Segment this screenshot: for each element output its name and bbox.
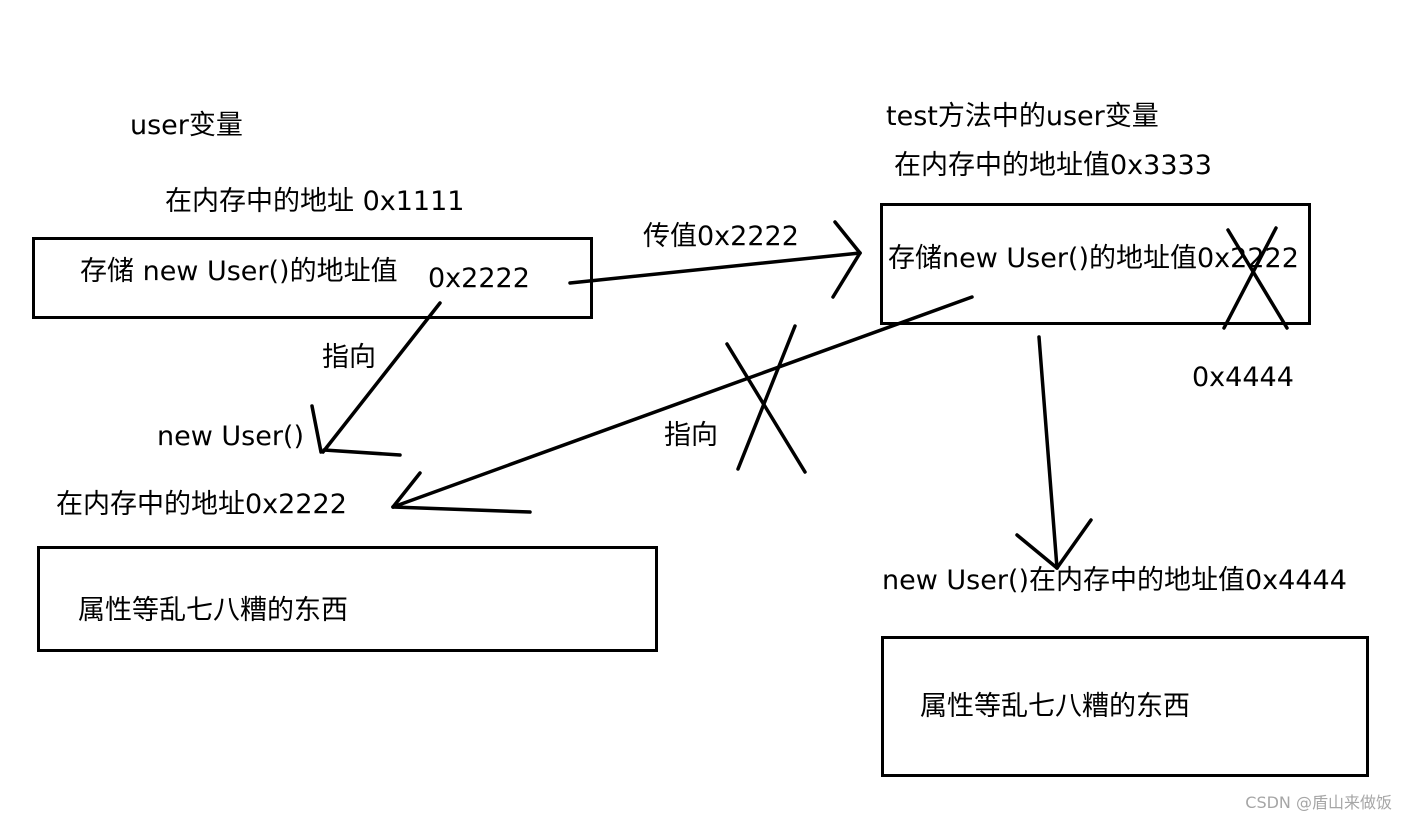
old-pointer-arrowhead-upper [391,471,422,509]
pass-value-arrowhead-upper [833,220,862,255]
pass-value-arrow-shaft [568,251,862,285]
points-to-label-left: 指向 [322,342,376,373]
csdn-watermark: CSDN @盾山来做饭 [1245,793,1392,812]
left-pointer-arrowhead-left [310,404,323,454]
new-pointer-arrowhead-right [1055,518,1093,570]
pass-value-label: 传值0x2222 [643,221,799,252]
new-address-value-label: 0x4444 [1192,362,1294,393]
new-user-object-box-left [37,546,658,652]
user-variable-address-label: 在内存中的地址 0x1111 [165,186,465,217]
object-contents-text-left: 属性等乱七八糟的东西 [78,595,348,626]
test-method-address-label: 在内存中的地址值0x3333 [894,150,1212,181]
left-pointer-arrowhead-right [322,448,402,457]
new-object-address-label-right: new User()在内存中的地址值0x4444 [882,565,1347,596]
old-pointer-arrow-shaft [391,295,974,509]
new-pointer-arrow-shaft [1037,335,1059,570]
old-pointer-cross-stroke-2 [736,324,797,471]
pass-value-arrowhead-lower [831,251,862,299]
user-variable-box-text: 存储 new User()的地址值 [80,256,398,287]
old-value-cross-stroke-2 [1222,226,1278,330]
test-method-user-variable-label: test方法中的user变量 [886,101,1159,132]
user-variable-box [32,237,593,319]
new-user-object-label: new User() [157,421,304,452]
old-pointer-arrowhead-lower [391,505,532,514]
old-value-cross-stroke-1 [1226,228,1289,330]
old-pointer-cross-stroke-1 [725,342,807,474]
new-user-object-box-right [881,636,1369,777]
new-user-object-address-label: 在内存中的地址0x2222 [56,489,347,520]
left-pointer-arrow-shaft [321,301,442,454]
user-variable-box-value: 0x2222 [428,263,530,294]
user-variable-label: user变量 [130,110,243,141]
object-contents-text-right: 属性等乱七八糟的东西 [920,691,1190,722]
test-method-box-text: 存储new User()的地址值0x2222 [888,243,1299,274]
new-pointer-arrowhead-left [1015,533,1059,570]
points-to-label-crossed: 指向 [664,420,718,451]
test-method-variable-box [880,203,1311,325]
